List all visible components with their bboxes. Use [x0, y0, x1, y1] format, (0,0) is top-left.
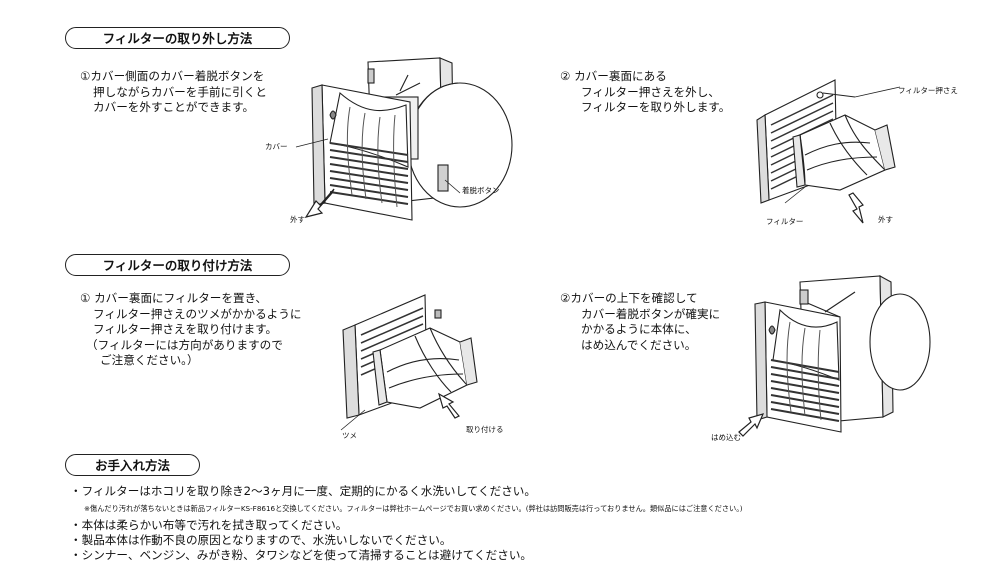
care-note: ※傷んだり汚れが落ちないときは新品フィルターKS-F8616と交換してください。… — [84, 504, 743, 513]
attach-section-heading: フィルターの取り付け方法 — [65, 254, 290, 276]
care-item: ・フィルターはホコリを取り除き2〜3ヶ月に一度、定期的にかるく水洗いしてください… — [70, 484, 536, 498]
tab-label: ツメ — [342, 431, 357, 440]
attach-step2-line: はめ込んでください。 — [581, 337, 697, 352]
attach-label: 取り付ける — [466, 425, 504, 434]
attach-step2-text: ②カバーの上下を確認して カバー着脱ボタンが確実に かかるように本体に、 はめ込… — [560, 291, 720, 353]
remove-step1-line: 押しながらカバーを手前に引くと — [93, 84, 267, 99]
attach-step1-text: ① カバー裏面にフィルターを置き、 フィルター押さえのツメがかかるように フィル… — [80, 291, 301, 369]
attach-step1-line: フィルター押さえのツメがかかるように — [93, 306, 302, 321]
care-item: ・本体は柔らかい布等で汚れを拭き取ってください。 — [70, 518, 348, 532]
remove-step1-text: ①カバー側面のカバー着脱ボタンを 押しながらカバーを手前に引くと カバーを外すこ… — [80, 69, 267, 116]
attach-step1-line: フィルター押さえを取り付けます。 — [93, 322, 278, 336]
attach-step2-line: カバー着脱ボタンが確実に — [581, 306, 721, 321]
remove-label-2: 外す — [878, 215, 893, 224]
remove-step2-line: ② カバー裏面にある — [560, 69, 667, 83]
remove-label: 外す — [290, 215, 305, 224]
filter-holder-label: フィルター押さえ — [898, 86, 958, 95]
remove-step2-line: フィルター押さえを外し、 — [581, 84, 720, 99]
care-item: ・製品本体は作動不良の原因となりますので、水洗いしないでください。 — [70, 533, 452, 547]
filter-removal-illustration — [756, 79, 901, 224]
attach-step1-line: ① カバー裏面にフィルターを置き、 — [80, 291, 267, 305]
attach-step2-line: ②カバーの上下を確認して — [560, 291, 698, 305]
remove-step2-line: フィルターを取り外します。 — [581, 100, 731, 114]
care-item: ・シンナー、ベンジン、みがき粉、タワシなどを使って清掃することは避けてください。 — [70, 548, 533, 562]
insert-label: はめ込む — [711, 433, 741, 442]
filter-label: フィルター — [766, 217, 804, 226]
care-section-heading: お手入れ方法 — [65, 454, 200, 476]
cover-insert-illustration — [738, 275, 931, 437]
attach-step2-line: かかるように本体に、 — [581, 322, 697, 336]
cover-label: カバー — [265, 142, 288, 151]
cover-removal-illustration — [295, 57, 513, 221]
attach-step1-line: （フィルターには方向がありますので — [86, 337, 283, 352]
remove-step2-text: ② カバー裏面にある フィルター押さえを外し、 フィルターを取り外します。 — [560, 69, 730, 116]
attach-step1-line: ご注意ください。） — [100, 353, 199, 367]
remove-step1-line: カバーを外すことができます。 — [93, 100, 255, 114]
remove-step1-line: ①カバー側面のカバー着脱ボタンを — [80, 69, 265, 83]
filter-attach-illustration — [340, 294, 478, 431]
remove-section-heading: フィルターの取り外し方法 — [65, 27, 290, 49]
release-button-label: 着脱ボタン — [462, 186, 500, 195]
